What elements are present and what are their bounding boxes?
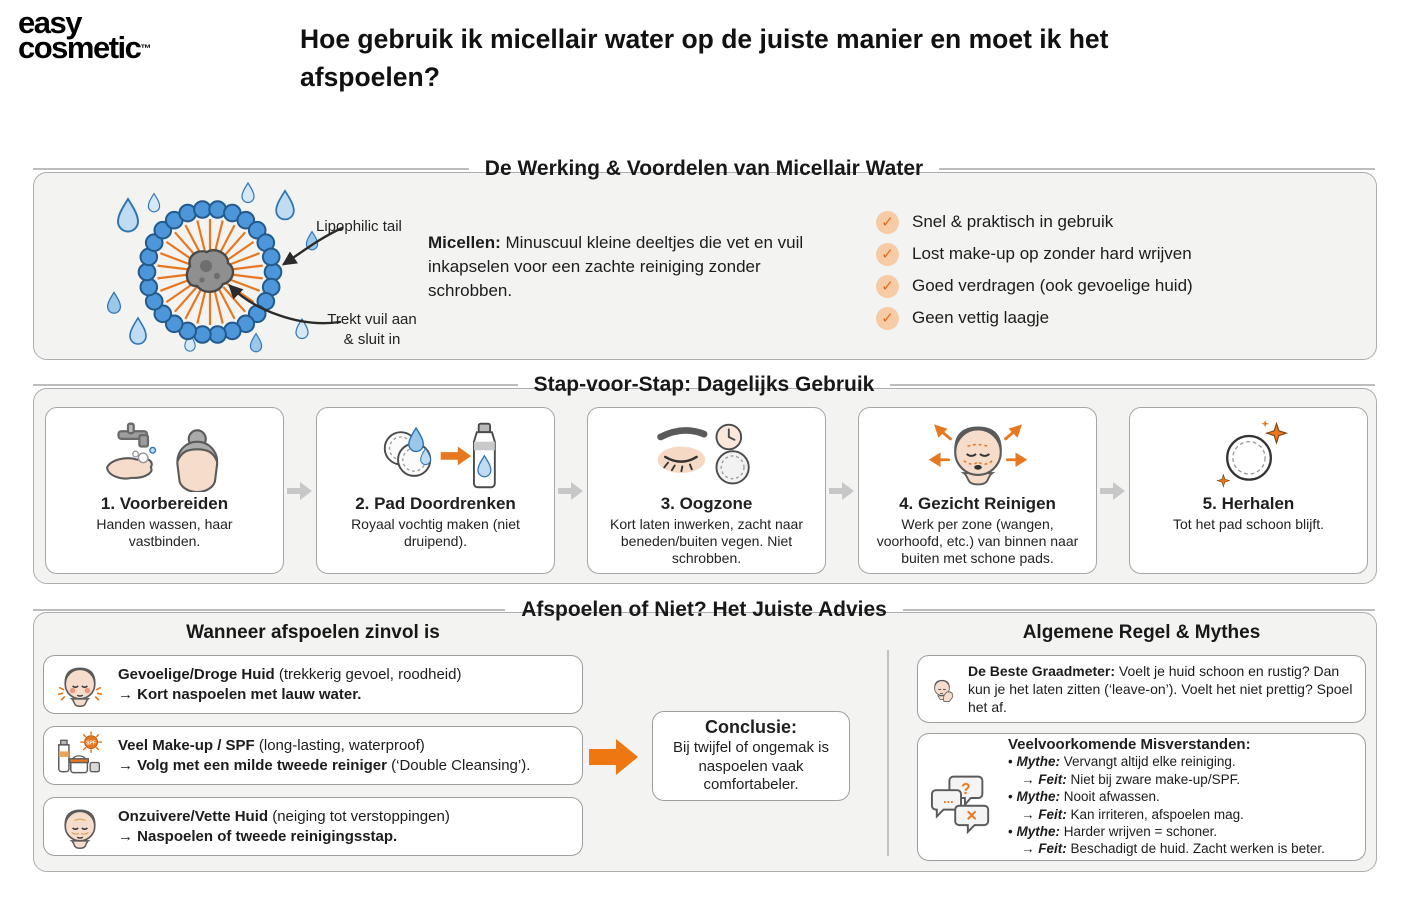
header-line-left xyxy=(33,384,518,386)
micellen-bold: Micellen: xyxy=(428,233,501,252)
svg-text:...: ... xyxy=(943,792,954,806)
steps-row: 1. Voorbereiden Handen wassen, haar vast… xyxy=(45,407,1368,574)
step-card-3: 3. Oogzone Kort laten inwerken, zacht na… xyxy=(587,407,826,574)
header-line-right xyxy=(890,384,1375,386)
logo-line1: easy xyxy=(18,5,82,40)
step-arrow-icon xyxy=(826,407,858,574)
graadmeter-box: De Beste Graadmeter: Voelt je huid schoo… xyxy=(917,655,1366,723)
water-drops-icon xyxy=(106,181,319,353)
step-card-4: 4. Gezicht Reinigen Werk per zone (wange… xyxy=(858,407,1097,574)
step-text: Handen wassen, haar vastbinden. xyxy=(96,516,233,550)
step-card-1: 1. Voorbereiden Handen wassen, haar vast… xyxy=(45,407,284,574)
svg-text:?: ? xyxy=(961,781,970,798)
header-line-right xyxy=(939,168,1375,170)
check-icon: ✓ xyxy=(876,274,899,298)
advice-text: Veel Make-up / SPF (long-lasting, waterp… xyxy=(118,737,531,774)
section-title-werking: De Werking & Voordelen van Micellair Wat… xyxy=(484,157,924,180)
oily-face-icon xyxy=(64,809,96,849)
conclusion-arrow-icon xyxy=(589,736,639,783)
dirt-blob-icon xyxy=(185,249,235,293)
step-title: 2. Pad Doordrenken xyxy=(355,494,516,513)
conclusie-box: Conclusie: Bij twijfel of ongemak is nas… xyxy=(652,711,850,801)
section-header-advies: Afspoelen of Niet? Het Juiste Advies xyxy=(33,595,1375,625)
easycosmetic-logo: easy cosmetic™ xyxy=(18,7,152,63)
face-touch-icon xyxy=(934,679,954,702)
right-column-header: Algemene Regel & Mythes xyxy=(1022,622,1261,643)
section-header-werking: De Werking & Voordelen van Micellair Wat… xyxy=(33,154,1375,184)
page-title: Hoe gebruik ik micellair water op de jui… xyxy=(300,24,1109,93)
header-line-left xyxy=(33,168,469,170)
section-title-advies: Afspoelen of Niet? Het Juiste Advies xyxy=(521,598,887,621)
benefit-row: ✓ Geen vettig laagje xyxy=(876,302,1193,334)
svg-text:✕: ✕ xyxy=(966,808,978,824)
step-title: 5. Herhalen xyxy=(1202,494,1295,513)
step-title: 4. Gezicht Reinigen xyxy=(899,494,1056,513)
header-line-right xyxy=(902,609,1375,611)
mythes-text: Veelvoorkomende Misverstanden: • Mythe: … xyxy=(1008,736,1325,857)
advice-item-makeup-spf: SPF Veel Make-up / SPF (long-lasting, wa… xyxy=(43,726,583,785)
sensitive-face-icon xyxy=(57,667,103,707)
eye-zone-icon xyxy=(632,418,782,492)
step-arrow-icon xyxy=(1097,407,1129,574)
micelle-diagram-icon xyxy=(106,181,344,353)
step-text: Royaal vochtig maken (niet druipend). xyxy=(351,516,520,550)
check-icon: ✓ xyxy=(876,306,899,330)
step-text: Tot het pad schoon blijft. xyxy=(1173,516,1324,532)
face-zones-icon xyxy=(903,418,1053,492)
arrow-to-tail-icon xyxy=(282,226,344,266)
mythes-title: Veelvoorkomende Misverstanden: xyxy=(1008,736,1251,754)
conclusie-title: Conclusie: xyxy=(704,716,797,737)
check-icon: ✓ xyxy=(876,210,899,234)
advice-item-sensitive-skin: Gevoelige/Droge Huid (trekkerig gevoel, … xyxy=(43,655,583,714)
graadmeter-text: De Beste Graadmeter: Voelt je huid schoo… xyxy=(967,662,1353,716)
micelle-ring-icon xyxy=(137,200,283,344)
arrow-to-dirt-icon xyxy=(228,284,342,325)
step-title: 3. Oogzone xyxy=(660,494,753,513)
advice-item-oily-skin: Onzuivere/Vette Huid (neiging tot versto… xyxy=(43,797,583,856)
left-column-header: Wanneer afspoelen zinvol is xyxy=(186,622,440,643)
makeup-spf-icon: SPF xyxy=(58,730,102,773)
logo-line2: cosmetic xyxy=(18,30,142,66)
clean-pad-sparkle-icon xyxy=(1174,418,1324,492)
label-lipophilic-tail: Lipophilic tail xyxy=(316,218,402,235)
section-title-steps: Stap-voor-Stap: Dagelijks Gebruik xyxy=(533,373,875,396)
step-arrow-icon xyxy=(555,407,587,574)
step-text: Werk per zone (wangen, voorhoofd, etc.) … xyxy=(876,516,1079,567)
label-trekt-vuil: Trekt vuil aan & sluit in xyxy=(327,311,417,348)
benefits-list: ✓ Snel & praktisch in gebruik ✓ Lost mak… xyxy=(876,206,1193,334)
step-card-5: 5. Herhalen Tot het pad schoon blijft. xyxy=(1129,407,1368,574)
column-divider xyxy=(887,650,889,856)
svg-text:SPF: SPF xyxy=(86,740,96,746)
header-line-left xyxy=(33,609,506,611)
step-title: 1. Voorbereiden xyxy=(100,494,229,513)
advice-text: Gevoelige/Droge Huid (trekkerig gevoel, … xyxy=(118,666,462,703)
micellen-paragraph: Micellen: Minuscuul kleine deeltjes die … xyxy=(428,233,804,300)
benefit-row: ✓ Snel & praktisch in gebruik xyxy=(876,206,1193,238)
benefit-row: ✓ Goed verdragen (ook gevoelige huid) xyxy=(876,270,1193,302)
logo-tm: ™ xyxy=(140,43,152,56)
wash-hands-icon xyxy=(90,418,240,492)
benefit-row: ✓ Lost make-up op zonder hard wrijven xyxy=(876,238,1193,270)
conclusie-text: Bij twijfel of ongemak is naspoelen vaak… xyxy=(673,738,829,794)
step-arrow-icon xyxy=(284,407,316,574)
speech-bubbles-icon: ? ... ✕ xyxy=(930,775,990,835)
step-card-2: 2. Pad Doordrenken Royaal vochtig maken … xyxy=(316,407,555,574)
check-icon: ✓ xyxy=(876,242,899,266)
advice-text: Onzuivere/Vette Huid (neiging tot versto… xyxy=(118,808,450,845)
step-text: Kort laten inwerken, zacht naar beneden/… xyxy=(610,516,803,567)
pad-bottle-icon xyxy=(361,418,511,492)
section-header-steps: Stap-voor-Stap: Dagelijks Gebruik xyxy=(33,370,1375,400)
mythes-box: ? ... ✕ Veelvoorkomende Misverstanden: •… xyxy=(917,733,1366,861)
